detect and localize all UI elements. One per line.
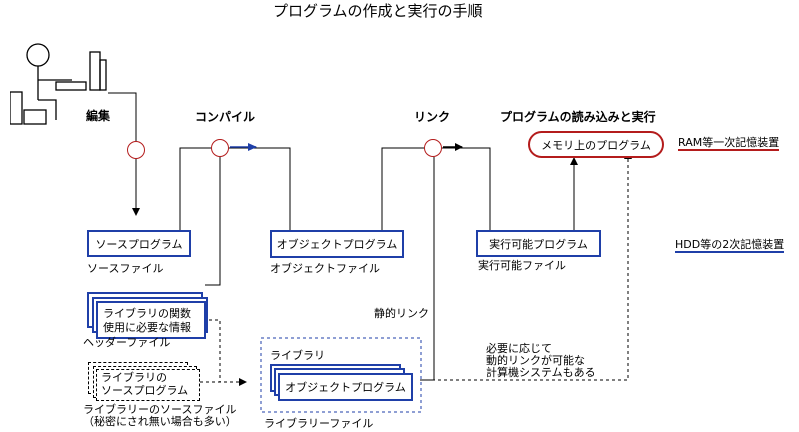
library-label: ライブラリ — [270, 349, 325, 362]
header-card-front: ライブラリの関数 使用に必要な情報 — [96, 301, 206, 339]
edit-connector — [108, 92, 140, 216]
object-file-caption: オブジェクトファイル — [270, 262, 380, 275]
compile-connector — [179, 147, 291, 232]
libsrc-file-caption-2: （秘密にされ無い場合も多い） — [83, 415, 237, 428]
header-file-caption: ヘッダーファイル — [83, 336, 171, 349]
dynamic-note-line1: 必要に応じて — [486, 342, 552, 355]
step-compile-label: コンパイル — [195, 110, 256, 124]
dynamic-link-dashed — [420, 151, 632, 381]
library-file-frame — [260, 337, 422, 413]
executable-file-caption: 実行可能ファイル — [478, 259, 566, 272]
header-info-line2: 使用に必要な情報 — [103, 321, 191, 334]
static-link-label: 静的リンク — [374, 307, 429, 320]
step-load-run-label: プログラムの読み込みと実行 — [500, 110, 656, 124]
library-file-caption: ライブラリーファイル — [264, 417, 374, 430]
dynamic-note-line2: 動的リンクが可能な — [486, 354, 585, 367]
page-title: プログラムの作成と実行の手順 — [273, 2, 483, 20]
object-program-box: オブジェクトプログラム — [270, 230, 404, 258]
libsrc-line1: ライブラリの — [101, 371, 167, 384]
source-program-box: ソースプログラム — [87, 230, 191, 257]
library-object-box: オブジェクトプログラム — [278, 373, 413, 401]
executable-program-box: 実行可能プログラム — [476, 230, 601, 257]
hdd-storage-label: HDD等の2次記憶装置 — [675, 238, 785, 253]
library-to-link-line — [420, 157, 435, 381]
link-connector — [381, 147, 491, 230]
libsrc-line2: ソースプログラム — [101, 384, 189, 397]
person-at-computer-icon — [10, 43, 107, 125]
dynamic-note-line3: 計算機システムもある — [486, 366, 596, 379]
step-link-label: リンク — [414, 110, 451, 124]
header-to-compile-line — [205, 157, 221, 286]
ram-storage-label: RAM等一次記憶装置 — [678, 136, 780, 151]
libsrc-card-front: ライブラリの ソースプログラム — [96, 369, 200, 401]
edit-step-circle — [127, 141, 145, 159]
source-file-caption: ソースファイル — [87, 262, 164, 275]
memory-program-box: メモリ上のプログラム — [528, 131, 664, 158]
link-step-circle — [424, 139, 442, 157]
step-edit-label: 編集 — [86, 109, 111, 123]
compile-step-circle — [211, 139, 229, 157]
libsrc-file-caption-1: ライブラリーのソースファイル — [83, 403, 237, 416]
header-info-line1: ライブラリの関数 — [103, 307, 191, 320]
